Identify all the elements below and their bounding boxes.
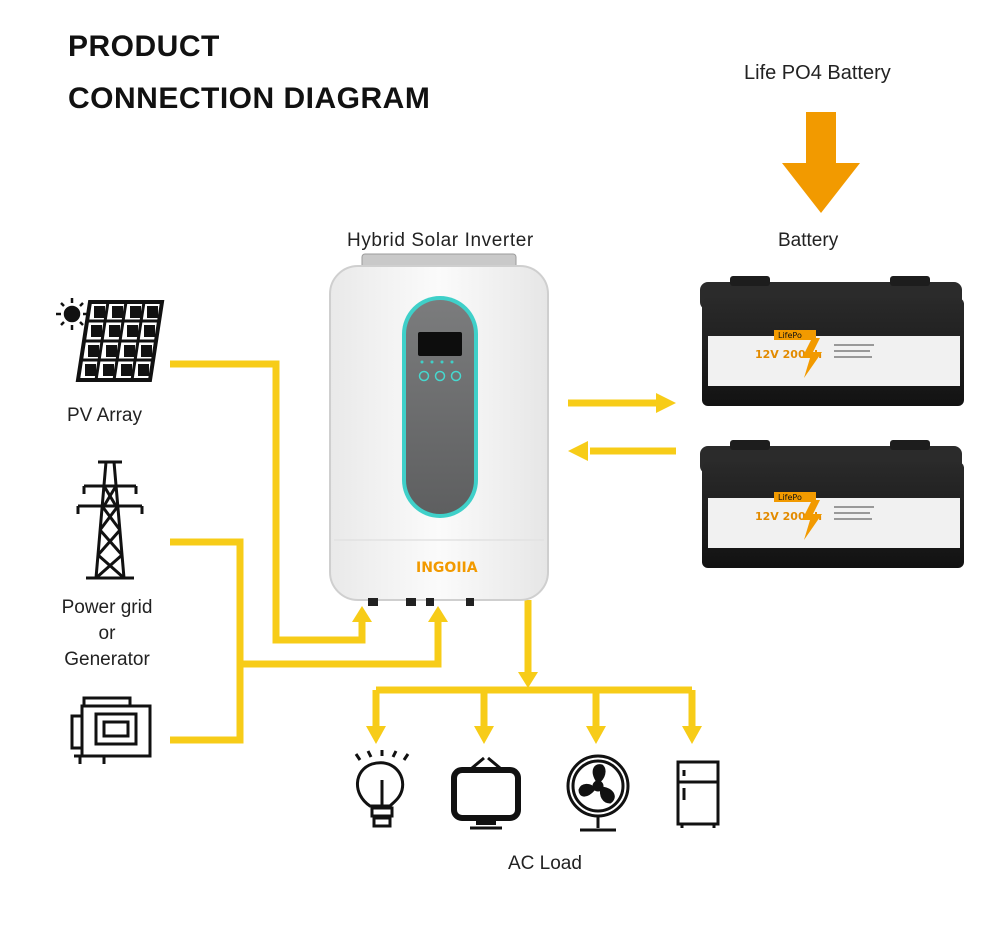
battery-2-badge: LifePo — [778, 493, 802, 502]
grid-to-inverter-line — [240, 620, 442, 668]
grid-generator-connection-line — [170, 538, 244, 744]
power-grid-label: Power grid or Generator — [52, 595, 162, 673]
hybrid-inverter: INGOIIA — [329, 253, 549, 606]
power-grid-line-2: or — [98, 623, 116, 644]
battery-label: Battery — [778, 230, 839, 251]
power-grid-line-1: Power grid — [61, 597, 153, 618]
solar-panel-icon — [75, 300, 165, 382]
inverter-brand-logo: INGOIIA — [416, 560, 478, 576]
light-bulb-icon — [354, 750, 410, 828]
inverter-ports — [368, 598, 474, 606]
transmission-tower-icon — [76, 460, 144, 580]
pv-array-label: PV Array — [67, 405, 142, 426]
television-icon — [451, 756, 521, 830]
battery-1-badge: LifePo — [778, 331, 802, 340]
lcd-display — [418, 332, 462, 356]
battery-unit-2: LifePo 12V 200Ah — [700, 440, 964, 568]
lifepo4-battery-label: Life PO4 Battery — [744, 62, 891, 84]
generator-icon — [70, 696, 152, 764]
title-line-1: PRODUCT — [68, 30, 220, 63]
connection-arrowheads — [352, 393, 702, 744]
refrigerator-icon — [676, 760, 720, 828]
power-grid-line-3: Generator — [64, 649, 150, 670]
title-line-2: CONNECTION DIAGRAM — [68, 82, 431, 115]
sun-icon — [56, 298, 88, 330]
battery-1-lightning-icon — [802, 338, 822, 378]
status-leds — [420, 360, 454, 364]
inverter-buttons — [418, 370, 462, 382]
battery-unit-1: LifePo 12V 200Ah — [700, 276, 964, 406]
inverter-label: Hybrid Solar Inverter — [347, 230, 534, 251]
pv-connection-line — [170, 360, 366, 644]
fan-icon — [566, 754, 630, 832]
battery-down-arrow — [782, 112, 860, 213]
ac-load-label: AC Load — [508, 853, 582, 874]
battery-2-lightning-icon — [802, 500, 822, 540]
connection-lines — [170, 360, 696, 744]
